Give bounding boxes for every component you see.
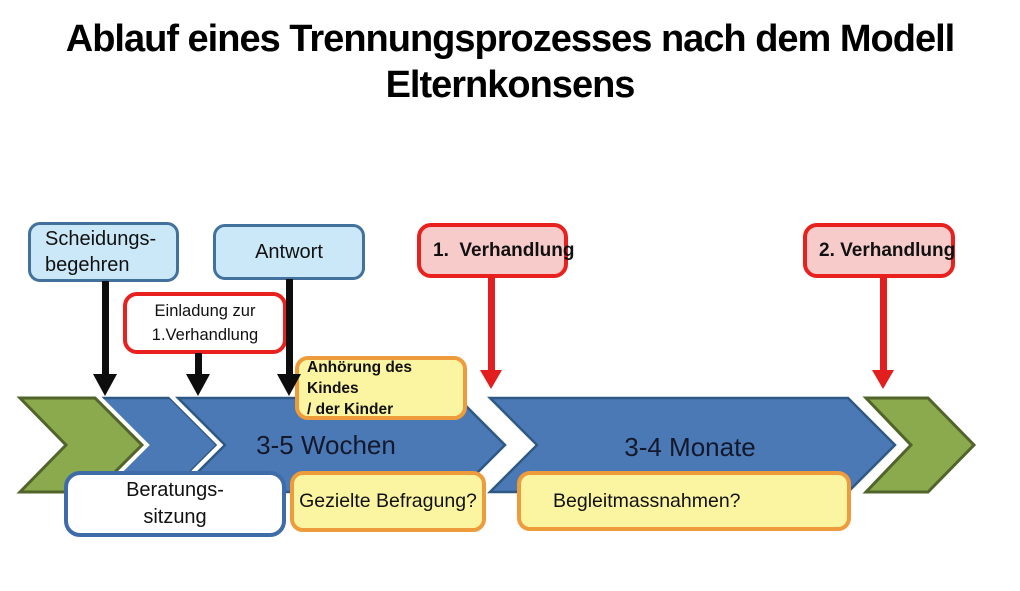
beratungssitzung-line2: sitzung	[143, 506, 207, 528]
arrow-verhandlung1-down	[480, 277, 502, 389]
arrow-shaft	[285, 279, 293, 374]
timeline-band	[6, 392, 977, 498]
arrow-shaft	[101, 281, 109, 374]
page-title: Ablauf eines Trennungsprozesses nach dem…	[0, 16, 1020, 108]
einladung-line1: Einladung zur	[154, 302, 256, 320]
arrow-head	[93, 374, 117, 396]
arrow-einladung-down	[186, 353, 210, 396]
box-einladung: Einladung zur 1.Verhandlung	[123, 292, 287, 354]
arrow-verhandlung2-down	[872, 277, 894, 389]
einladung-line2: 1.Verhandlung	[151, 326, 259, 344]
phase2-duration-label: 3-4 Monate	[624, 431, 756, 462]
arrow-head	[480, 370, 502, 389]
box-beratungssitzung: Beratungs- sitzung	[64, 471, 286, 537]
anhoerung-line1: Anhörung des Kindes	[307, 358, 413, 397]
verhandlung2-label: 2. Verhandlung	[819, 239, 956, 261]
box-verhandlung-1: 1. Verhandlung	[417, 223, 575, 278]
box-anhoerung-des-kindes: Anhörung des Kindes / der Kinder	[295, 356, 467, 420]
scheidungsbegehren-line1: Scheidungs-	[45, 228, 157, 250]
phase1-duration-label: 3-5 Wochen	[256, 429, 396, 460]
arrow-shaft	[879, 277, 887, 370]
arrow-scheidungsbegehren-down	[93, 281, 117, 396]
arrow-head	[277, 374, 301, 396]
page-title-line1: Ablauf eines Trennungsprozesses nach dem…	[65, 18, 955, 60]
page-title-line2: Elternkonsens	[385, 64, 636, 106]
anhoerung-line2: / der Kinder	[307, 400, 394, 418]
box-begleitmassnahmen: Begleitmassnahmen?	[517, 471, 851, 531]
arrow-shaft	[487, 277, 495, 370]
box-gezielte-befragung: Gezielte Befragung?	[290, 471, 486, 532]
box-verhandlung-2: 2. Verhandlung	[803, 223, 955, 278]
antwort-label: Antwort	[255, 241, 323, 263]
scheidungsbegehren-line2: begehren	[45, 254, 130, 276]
box-antwort: Antwort	[213, 224, 365, 280]
arrow-shaft	[194, 353, 202, 374]
gezielte-befragung-label: Gezielte Befragung?	[299, 490, 477, 512]
verhandlung1-label: 1. Verhandlung	[433, 239, 575, 261]
arrow-head	[186, 374, 210, 396]
arrow-antwort-down	[277, 279, 301, 396]
timeline-end-chevron	[862, 396, 977, 494]
begleitmassnahmen-label: Begleitmassnahmen?	[553, 489, 741, 512]
beratungssitzung-line1: Beratungs-	[126, 479, 224, 501]
arrow-head	[872, 370, 894, 389]
box-scheidungsbegehren: Scheidungs- begehren	[28, 222, 179, 282]
